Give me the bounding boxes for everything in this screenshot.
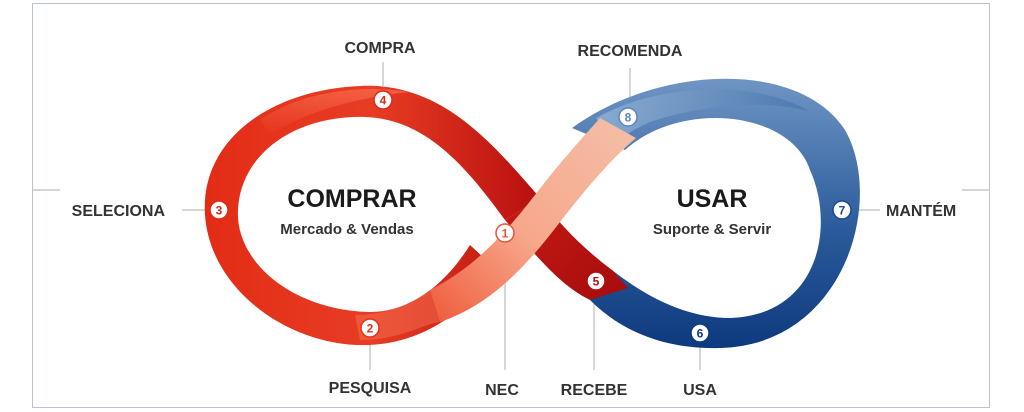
stage-marker-number: 7 <box>839 204 846 218</box>
stage-marker-2: 2 <box>360 318 380 338</box>
comprar-loop-highlight <box>260 89 410 135</box>
stage-marker-3: 3 <box>209 200 229 220</box>
usar-title: USAR <box>677 185 748 213</box>
stage-label-4: COMPRA <box>344 40 416 57</box>
stage-marker-number: 3 <box>216 204 223 218</box>
stage-marker-6: 6 <box>690 323 710 343</box>
stage-marker-circle <box>360 318 380 338</box>
stage-marker-5: 5 <box>586 271 606 291</box>
stage-labels: NEC PESQUISA SELECIONA COMPRA RECEBE USA MANTÉ… <box>72 40 957 399</box>
stage-marker-number: 6 <box>697 327 704 341</box>
comprar-subtitle: Mercado & Vendas <box>280 221 413 238</box>
stage-marker-number: 5 <box>593 275 600 289</box>
stage-label-2: PESQUISA <box>329 380 412 397</box>
crossing-ribbon-nec <box>430 118 636 322</box>
stage-label-5: RECEBE <box>561 382 628 399</box>
stage-marker-number: 8 <box>625 111 632 125</box>
usar-subtitle: Suporte & Servir <box>653 221 772 238</box>
stage-marker-circle <box>373 90 393 110</box>
comprar-loop-ribbon <box>204 85 540 346</box>
stage-marker-circle <box>690 323 710 343</box>
stage-marker-circle <box>495 223 515 243</box>
usar-loop-highlight <box>596 89 810 145</box>
stage-marker-number: 4 <box>380 94 387 108</box>
stage-marker-1: 1 <box>495 223 515 243</box>
stage-label-8: RECOMENDA <box>578 43 683 60</box>
stage-label-1: NEC <box>485 382 519 399</box>
usar-loop <box>572 78 860 349</box>
stage-markers: 1 2 3 4 5 6 7 8 <box>209 90 852 343</box>
stage-marker-circle <box>618 107 638 127</box>
stage-label-3: SELECIONA <box>72 203 166 220</box>
stage-marker-number: 1 <box>502 227 509 241</box>
stage-marker-8: 8 <box>618 107 638 127</box>
stage-marker-circle <box>586 271 606 291</box>
comprar-loop <box>204 85 540 346</box>
stage-marker-circle <box>832 200 852 220</box>
diagram-frame <box>32 3 990 408</box>
stage-label-6: USA <box>683 382 717 399</box>
stage-marker-7: 7 <box>832 200 852 220</box>
comprar-title: COMPRAR <box>287 185 416 213</box>
leader-lines <box>32 62 990 370</box>
stage-marker-4: 4 <box>373 90 393 110</box>
stage-marker-circle <box>209 200 229 220</box>
stage-marker-number: 2 <box>367 322 374 336</box>
stage-label-7: MANTÉM <box>886 201 956 220</box>
